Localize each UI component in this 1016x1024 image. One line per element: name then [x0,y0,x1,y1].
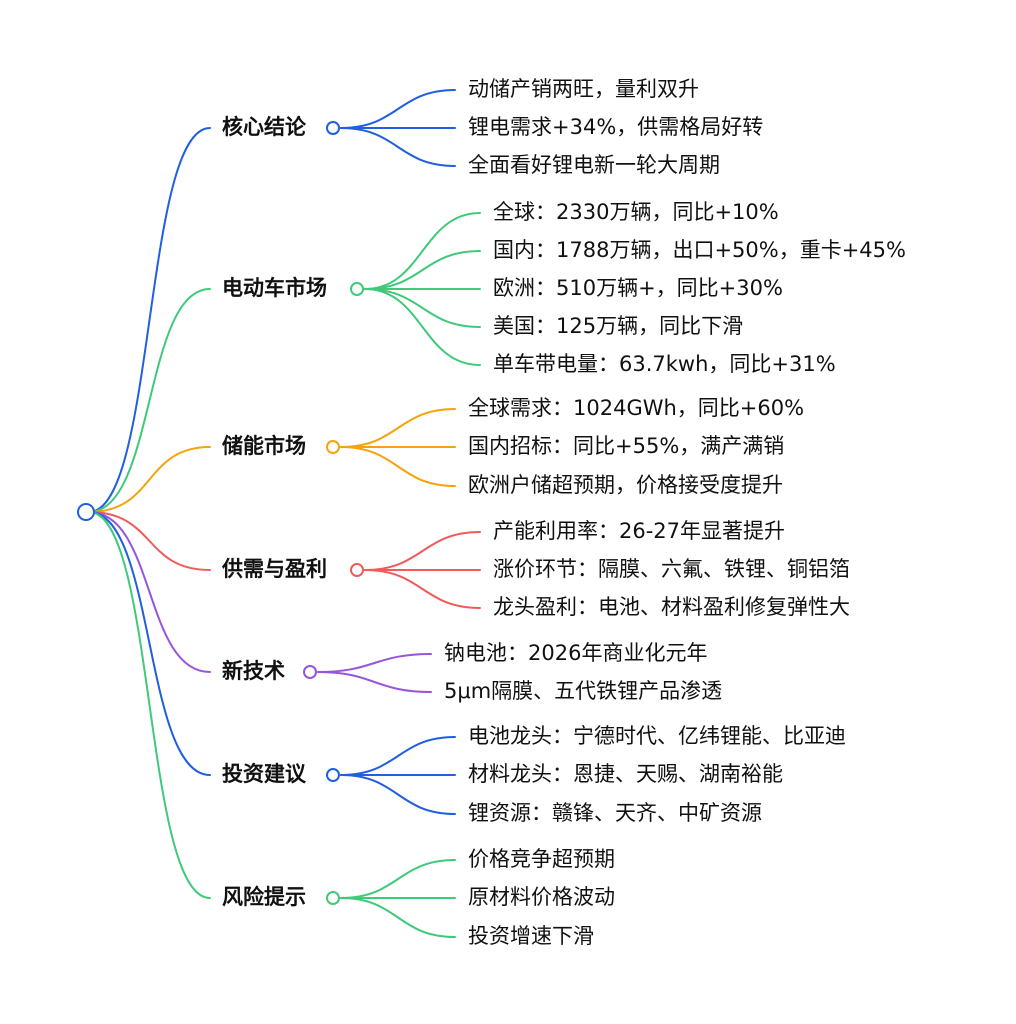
leaf-node-label: 全面看好锂电新一轮大周期 [468,153,720,177]
branch-leaf-edge [317,671,432,693]
leaf-node-label: 产能利用率：26-27年显著提升 [493,519,786,543]
branch-leaf-edge [364,288,481,366]
root-branch-edge [88,446,211,513]
leaf-node-label: 投资增速下滑 [468,924,594,948]
branch-node-dot[interactable] [326,440,340,454]
leaf-node-label: 龙头盈利：电池、材料盈利修复弹性大 [493,595,850,619]
root-branch-edge [88,511,211,899]
branch-leaf-edge [364,531,481,571]
branch-leaf-edge [340,897,456,938]
branch-node-label: 新技术 [222,659,285,683]
branch-leaf-edge [340,859,456,899]
branch-node-label: 风险提示 [222,885,306,909]
leaf-node-label: 国内招标：同比+55%，满产满销 [468,434,785,458]
branch-leaf-edge [340,408,456,448]
leaf-node-label: 钠电池：2026年商业化元年 [444,641,708,665]
leaf-node-label: 电池龙头：宁德时代、亿纬锂能、比亚迪 [468,724,846,748]
branch-node-label: 投资建议 [222,762,306,786]
branch-node-dot[interactable] [326,121,340,135]
branch-node-dot[interactable] [350,282,364,296]
branch-leaf-edge [340,774,456,815]
root-branch-edge [88,511,211,571]
root-branch-edge [88,511,211,776]
leaf-node-label: 欧洲户储超预期，价格接受度提升 [468,473,783,497]
branch-leaf-edge [364,569,481,609]
branch-leaf-edge [364,288,481,328]
leaf-node-label: 国内：1788万辆，出口+50%，重卡+45% [493,238,906,262]
branch-leaf-edge [364,212,481,290]
leaf-node-label: 动储产销两旺，量利双升 [468,77,699,101]
leaf-node-label: 全球需求：1024GWh，同比+60% [468,396,805,420]
leaf-node-label: 美国：125万辆，同比下滑 [493,314,744,338]
leaf-node-label: 锂电需求+34%，供需格局好转 [468,115,764,139]
branch-node-label: 电动车市场 [222,276,327,300]
branch-node-dot[interactable] [303,665,317,679]
branch-node-dot[interactable] [350,563,364,577]
branch-leaf-edge [340,89,456,129]
root-branch-edge [88,127,211,513]
branch-leaf-edge [317,653,432,673]
leaf-node-label: 涨价环节：隔膜、六氟、铁锂、铜铝箔 [493,557,850,581]
root-branch-edge [88,288,211,513]
leaf-node-label: 欧洲：510万辆+，同比+30% [493,276,783,300]
branch-leaf-edge [340,127,456,167]
branch-leaf-edge [340,736,456,776]
branch-node-label: 供需与盈利 [222,557,327,581]
root-branch-edge [88,511,211,673]
branch-node-dot[interactable] [326,891,340,905]
leaf-node-label: 5μm隔膜、五代铁锂产品渗透 [444,679,723,703]
leaf-node-label: 材料龙头：恩捷、天赐、湖南裕能 [468,762,783,786]
branch-node-dot[interactable] [326,768,340,782]
root-node[interactable] [77,503,95,521]
leaf-node-label: 价格竞争超预期 [468,847,615,871]
leaf-node-label: 单车带电量：63.7kwh，同比+31% [493,352,836,376]
branch-leaf-edge [364,250,481,290]
branch-node-label: 核心结论 [222,115,306,139]
branch-leaf-edge [340,446,456,487]
branch-node-label: 储能市场 [222,434,306,458]
leaf-node-label: 锂资源：赣锋、天齐、中矿资源 [468,801,762,825]
leaf-node-label: 全球：2330万辆，同比+10% [493,200,779,224]
leaf-node-label: 原材料价格波动 [468,885,615,909]
